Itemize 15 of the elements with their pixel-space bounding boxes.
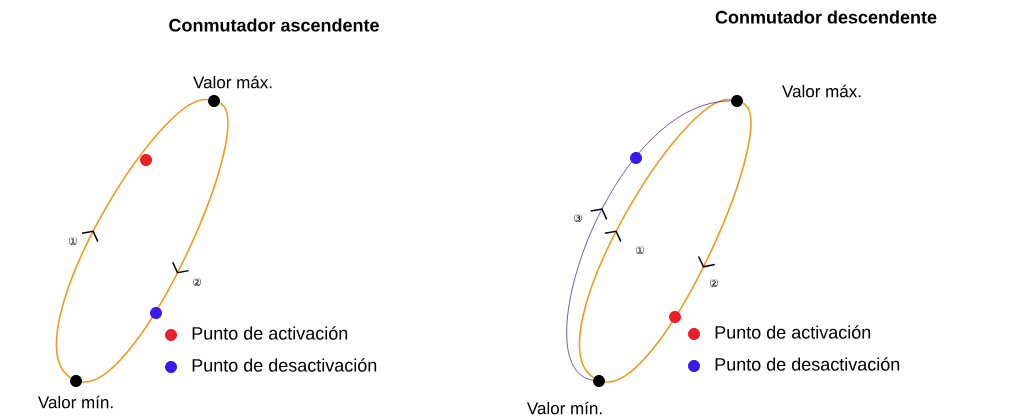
edge-label: ① <box>634 245 646 255</box>
point-label: Valor mín. <box>527 401 602 415</box>
edge-label: ③ <box>572 213 584 223</box>
panel-title: Conmutador ascendente <box>169 18 379 32</box>
edge-label: ② <box>708 278 720 288</box>
edge-label: ② <box>191 277 203 287</box>
point-label: Valor mín. <box>38 395 113 409</box>
legend-label: Punto de desactivación <box>192 358 377 372</box>
legend-label: Punto de activación <box>715 325 871 339</box>
legend-label: Punto de activación <box>192 326 348 340</box>
panel-title: Conmutador descendente <box>715 10 937 24</box>
point-label: Valor máx. <box>193 75 272 89</box>
edge-label: ① <box>67 236 79 246</box>
legend-label: Punto de desactivación <box>715 357 900 371</box>
point-label: Valor máx. <box>782 84 861 98</box>
